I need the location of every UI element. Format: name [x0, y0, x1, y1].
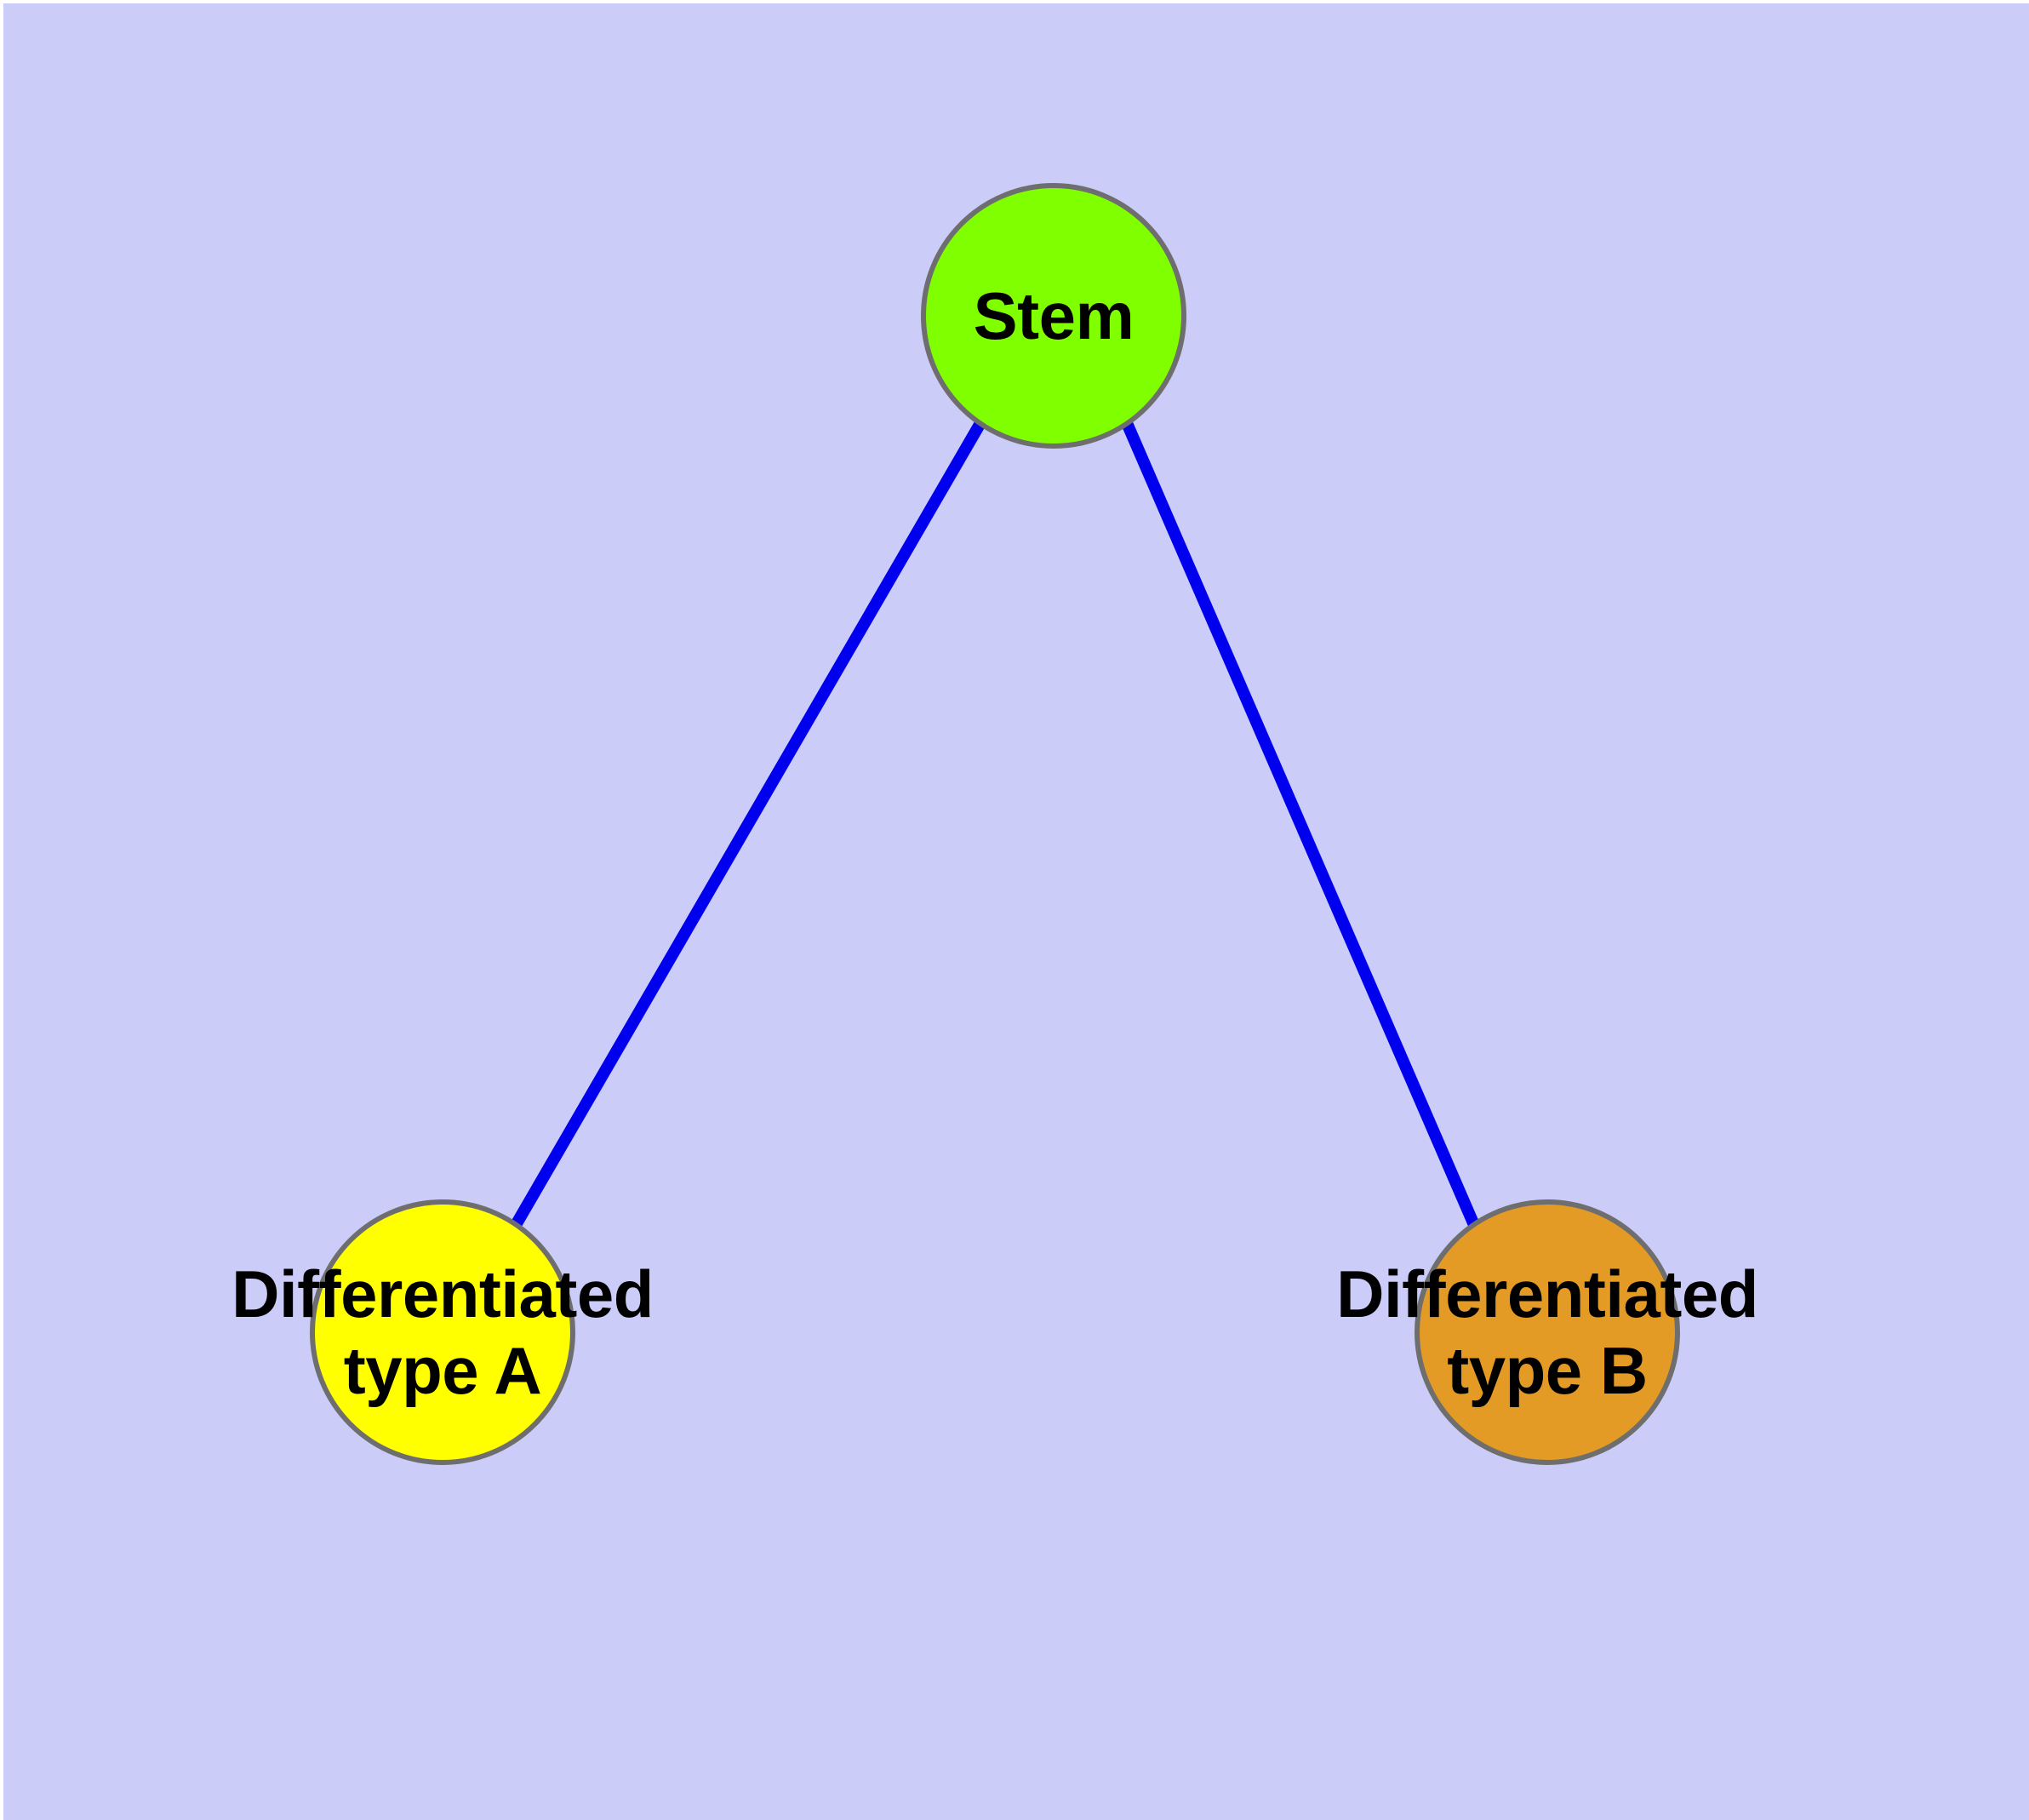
edge-stem-to-differentiated-type-a[interactable]	[510, 420, 986, 1228]
node-differentiated-type-b[interactable]	[1415, 1199, 1680, 1465]
node-stem[interactable]	[921, 183, 1186, 449]
node-layer	[310, 183, 1680, 1465]
edge-layer	[510, 420, 1480, 1228]
node-differentiated-type-a[interactable]	[310, 1199, 575, 1465]
edge-stem-to-differentiated-type-b[interactable]	[1121, 421, 1480, 1228]
